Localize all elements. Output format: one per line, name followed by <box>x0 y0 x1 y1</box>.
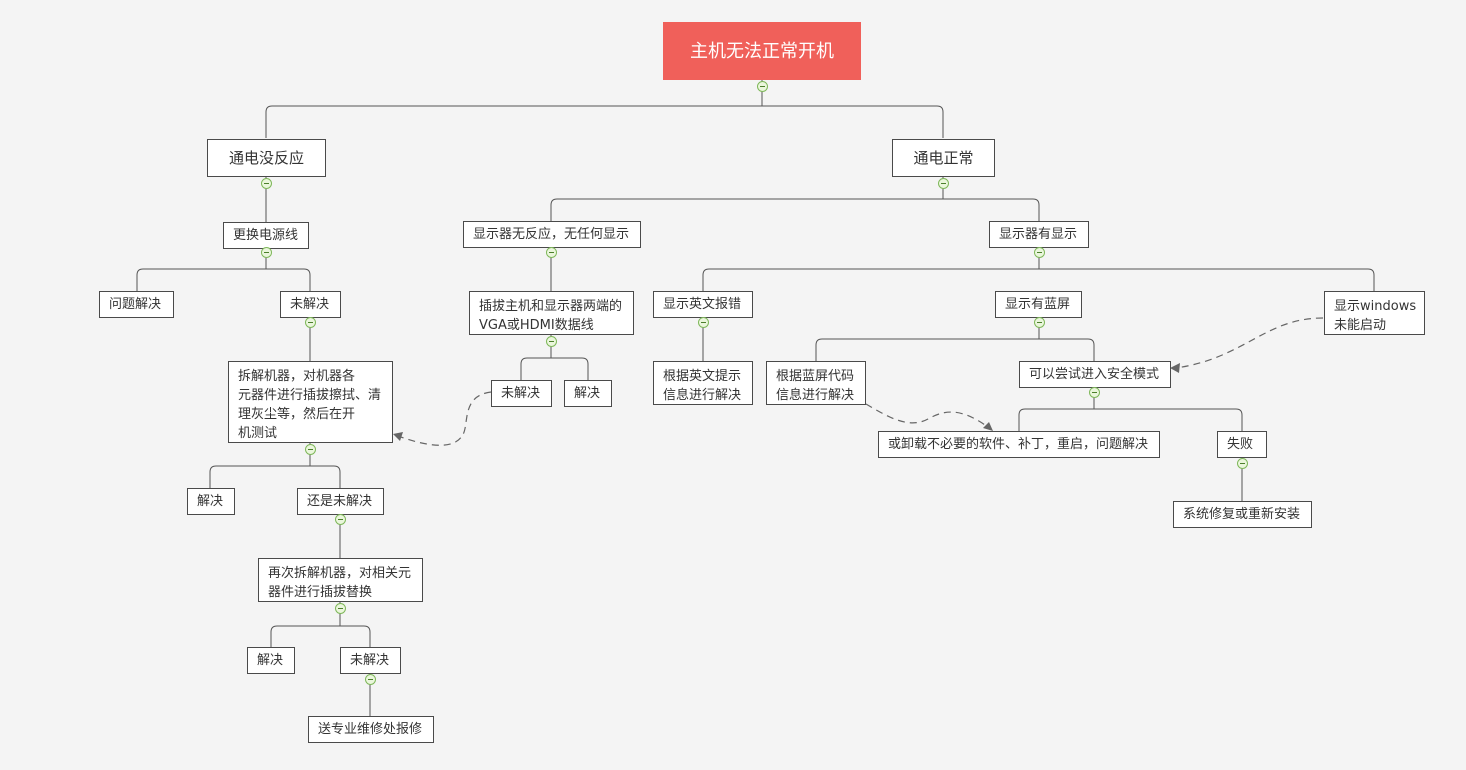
node-english-error[interactable]: 显示英文报错 <box>653 291 753 318</box>
node-label-line: 显示windows <box>1334 299 1417 314</box>
node-label: 通电正常 <box>913 149 974 167</box>
collapse-toggle-icon[interactable] <box>757 81 768 92</box>
collapse-toggle-icon[interactable] <box>546 247 557 258</box>
node-blue-screen[interactable]: 显示有蓝屏 <box>995 291 1082 318</box>
collapse-toggle-icon[interactable] <box>365 674 376 685</box>
node-label-line: VGA或HDMI数据线 <box>479 318 594 333</box>
node-label-line: 元器件进行插拔擦拭、清 <box>238 388 382 403</box>
node-label: 解决 <box>257 653 284 668</box>
node-label: 未解决 <box>290 297 330 312</box>
node-label-line: 机测试 <box>238 426 278 441</box>
node-label: 显示有蓝屏 <box>1005 297 1071 312</box>
node-label: 或卸载不必要的软件、补丁，重启，问题解决 <box>888 437 1149 452</box>
collapse-toggle-icon[interactable] <box>546 336 557 347</box>
node-label-line: 根据英文提示 <box>663 369 742 384</box>
collapse-toggle-icon[interactable] <box>261 247 272 258</box>
node-label-line: 再次拆解机器，对相关元 <box>268 566 412 581</box>
node-bsod-code-fix[interactable]: 根据蓝屏代码 信息进行解决 <box>766 361 866 405</box>
node-solved-3[interactable]: 解决 <box>247 647 295 674</box>
node-label-line: 未能启动 <box>1334 318 1387 333</box>
node-label: 通电没反应 <box>228 149 304 167</box>
node-unsolved-3[interactable]: 未解决 <box>340 647 401 674</box>
collapse-toggle-icon[interactable] <box>305 317 316 328</box>
node-has-display[interactable]: 显示器有显示 <box>989 221 1089 248</box>
node-label-line: 插拔主机和显示器两端的 <box>479 299 623 314</box>
node-label: 显示器无反应，无任何显示 <box>473 227 630 242</box>
collapse-toggle-icon[interactable] <box>698 317 709 328</box>
node-solved-1[interactable]: 问题解决 <box>99 291 174 318</box>
node-label: 未解决 <box>350 653 390 668</box>
node-label: 还是未解决 <box>307 494 373 509</box>
node-label-line: 信息进行解决 <box>776 388 855 403</box>
collapse-toggle-icon[interactable] <box>1034 247 1045 258</box>
node-windows-fail[interactable]: 显示windows 未能启动 <box>1324 291 1425 335</box>
node-label: 解决 <box>197 494 224 509</box>
node-label-line: 理灰尘等，然后在开 <box>238 407 356 422</box>
node-label-line: 拆解机器，对机器各 <box>238 369 356 384</box>
node-solved-display[interactable]: 解决 <box>564 380 612 407</box>
node-replug-cable[interactable]: 插拔主机和显示器两端的 VGA或HDMI数据线 <box>469 291 634 335</box>
node-label: 问题解决 <box>109 297 162 312</box>
node-power-ok[interactable]: 通电正常 <box>892 139 995 177</box>
node-uninstall[interactable]: 或卸载不必要的软件、补丁，重启，问题解决 <box>878 431 1160 458</box>
root-node[interactable]: 主机无法正常开机 <box>663 22 861 80</box>
collapse-toggle-icon[interactable] <box>335 603 346 614</box>
collapse-toggle-icon[interactable] <box>1089 387 1100 398</box>
collapse-toggle-icon[interactable] <box>1237 458 1248 469</box>
node-label: 解决 <box>574 386 601 401</box>
node-still-unsolved[interactable]: 还是未解决 <box>297 488 384 515</box>
node-label: 显示器有显示 <box>999 227 1078 242</box>
node-label: 更换电源线 <box>233 228 299 243</box>
node-reinstall[interactable]: 系统修复或重新安装 <box>1173 501 1312 528</box>
node-disassemble[interactable]: 拆解机器，对机器各 元器件进行插拔擦拭、清 理灰尘等，然后在开 机测试 <box>228 361 393 443</box>
node-english-fix[interactable]: 根据英文提示 信息进行解决 <box>653 361 753 405</box>
collapse-toggle-icon[interactable] <box>1034 317 1045 328</box>
node-label: 失败 <box>1227 437 1254 452</box>
collapse-toggle-icon[interactable] <box>335 514 346 525</box>
node-replace-cable[interactable]: 更换电源线 <box>223 222 309 249</box>
node-label: 显示英文报错 <box>663 297 742 312</box>
node-label: 系统修复或重新安装 <box>1183 507 1301 522</box>
root-label: 主机无法正常开机 <box>690 41 834 62</box>
collapse-toggle-icon[interactable] <box>938 178 949 189</box>
node-no-display[interactable]: 显示器无反应，无任何显示 <box>463 221 641 248</box>
node-label-line: 器件进行插拔替换 <box>268 585 373 600</box>
node-unsolved-1[interactable]: 未解决 <box>280 291 341 318</box>
node-solved-2[interactable]: 解决 <box>187 488 235 515</box>
node-fail[interactable]: 失败 <box>1217 431 1267 458</box>
node-label: 未解决 <box>501 386 541 401</box>
node-label-line: 根据蓝屏代码 <box>776 369 855 384</box>
collapse-toggle-icon[interactable] <box>261 178 272 189</box>
node-safe-mode[interactable]: 可以尝试进入安全模式 <box>1019 361 1171 388</box>
node-label: 送专业维修处报修 <box>318 722 423 737</box>
node-label: 可以尝试进入安全模式 <box>1029 367 1160 382</box>
node-send-repair[interactable]: 送专业维修处报修 <box>308 716 434 743</box>
node-label-line: 信息进行解决 <box>663 388 742 403</box>
collapse-toggle-icon[interactable] <box>305 444 316 455</box>
node-disassemble-again[interactable]: 再次拆解机器，对相关元 器件进行插拔替换 <box>258 558 423 602</box>
node-power-no-response[interactable]: 通电没反应 <box>207 139 326 177</box>
node-unsolved-display[interactable]: 未解决 <box>491 380 552 407</box>
